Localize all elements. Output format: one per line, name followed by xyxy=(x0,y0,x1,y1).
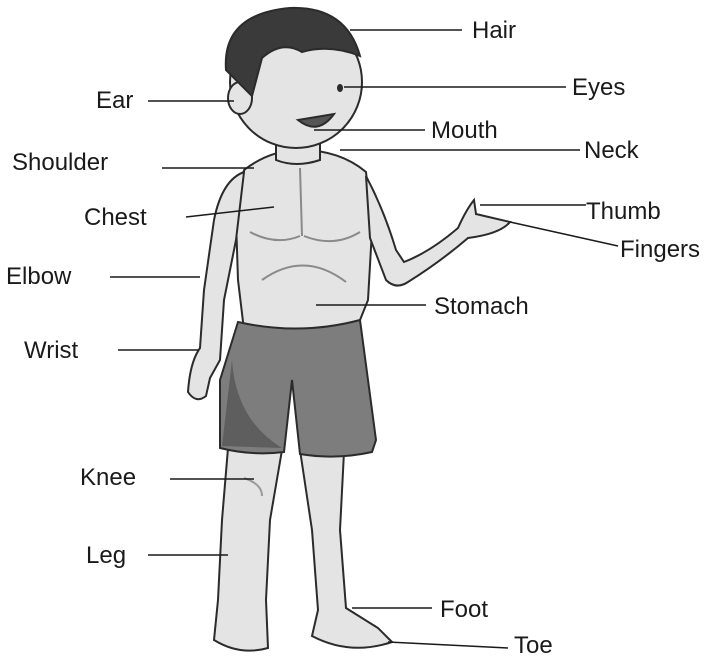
label-eyes: Eyes xyxy=(572,76,625,100)
label-shoulder: Shoulder xyxy=(12,151,108,175)
torso xyxy=(236,150,372,330)
label-thumb: Thumb xyxy=(586,200,661,224)
toe-leader xyxy=(388,642,508,648)
label-ear: Ear xyxy=(96,89,133,113)
fingers-leader xyxy=(510,222,618,246)
eye xyxy=(337,84,343,92)
label-fingers: Fingers xyxy=(620,238,700,262)
label-toe: Toe xyxy=(514,634,553,658)
label-mouth: Mouth xyxy=(431,119,498,143)
label-elbow: Elbow xyxy=(6,265,71,289)
label-leg: Leg xyxy=(86,544,126,568)
label-wrist: Wrist xyxy=(24,339,78,363)
label-knee: Knee xyxy=(80,466,136,490)
leader-lines xyxy=(110,30,618,648)
label-hair: Hair xyxy=(472,19,516,43)
label-foot: Foot xyxy=(440,598,488,622)
label-stomach: Stomach xyxy=(434,295,529,319)
right-leg xyxy=(300,450,392,648)
label-neck: Neck xyxy=(584,139,639,163)
right-arm xyxy=(366,176,510,286)
label-chest: Chest xyxy=(84,206,147,230)
